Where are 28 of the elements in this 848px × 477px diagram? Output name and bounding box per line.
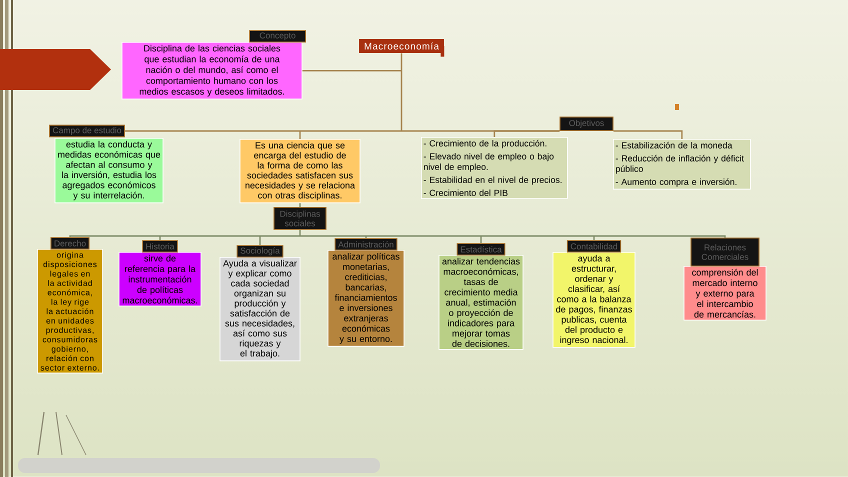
text-box: Disciplina de las ciencias sociales que estudian la economía de una nación o del mundo, así como el comportamiento humano con los medios escasos y deseos limitados. <box>122 42 302 100</box>
heading-label: Contabilidad <box>566 240 622 252</box>
heading-label: Campo de estudio <box>49 124 125 138</box>
text-box: sirve de referencia para la instrumentación de políticas macroeconómicas. <box>118 252 202 306</box>
connector-line <box>299 203 301 207</box>
heading-label: Historia <box>142 240 178 252</box>
connector-line <box>69 229 726 246</box>
heading-label: Derecho <box>50 237 90 250</box>
text-box: origina disposiciones legales en la actividad económica, la ley rige la actuación en unidades productivas, consumidoras gobierno, relación con sector externo. <box>37 249 103 374</box>
text-box: ayuda a estructurar, ordenar y clasificar, así como a la balanza de pagos, finanzas publicas, cuenta del producto e ingreso nacional. <box>552 252 636 348</box>
heading-label: Sociología <box>236 245 284 258</box>
title-box: Macroeconomía <box>359 39 444 57</box>
text-box: analizar políticas monetarias, crediticias, bancarias, financiamientos e inversiones extranjeras económicas y su entorno. <box>328 250 404 347</box>
connector-line <box>494 130 560 137</box>
heading-label: Estadística <box>456 243 506 256</box>
text-box: comprensión del mercado interno y externo para el intercambio de mercancías. <box>684 266 766 321</box>
heading-label: Relaciones Comerciales <box>690 238 760 266</box>
text-box: estudia la conducta y medidas económicas que afectan al consumo y la inversión, estudia los agregados económicos y su interrelación. <box>54 138 164 204</box>
text-box: Es una ciencia que se encarga del estudio de la forma de como las sociedades satisfacen sus necesidades y se relaciona con otras disciplinas. <box>240 139 360 204</box>
text-box: Ayuda a visualizar y explicar como cada sociedad organizan su producción y satisfacción de sus necesidades, así como sus riquezas y el trabajo. <box>220 257 300 362</box>
heading-label: Objetivos <box>560 116 614 131</box>
connector-line <box>613 130 683 139</box>
list-box: - Estabilización de la moneda - Reducción de inflación y déficit público - Aumento compra e inversión. <box>613 139 751 190</box>
list-box: - Crecimiento de la producción. - Elevado nivel de empleo o bajo nivel de empleo. - Estabilidad en el nivel de precios. - Crecimiento del PIB <box>421 137 568 199</box>
heading-label: Administración <box>334 238 398 250</box>
text-box: analizar tendencias macroeconómicas, tasas de crecimiento media anual, estimación o proyección de indicadores para mejorar tomas de decisiones. <box>438 255 524 350</box>
heading-label: Disciplinas sociales <box>274 207 326 230</box>
heading-label: Concepto <box>249 30 306 42</box>
